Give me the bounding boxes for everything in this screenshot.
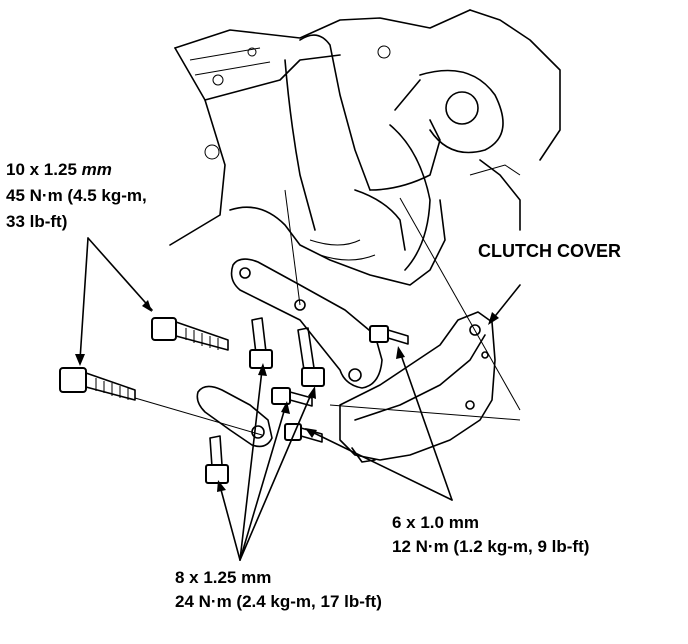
bolt-10x125-size-label: 10 x 1.25 mm: [6, 161, 112, 178]
lower-bracket: [196, 385, 273, 448]
bolt-10x125-lower: [59, 367, 136, 401]
bolt-6x10-b: [284, 423, 323, 443]
bolt-6x10-torque-label: 12 N·m (1.2 kg-m, 9 lb-ft): [392, 537, 590, 556]
bolt-10x125-size-unit: mm: [81, 160, 112, 179]
bolt-8x125-a: [249, 317, 273, 369]
leader-lines: [75, 189, 521, 561]
engine-block-outline: [169, 9, 561, 286]
bolt-10x125-upper: [151, 317, 229, 351]
bolt-10x125-torque-cont-label: 33 lb-ft): [6, 212, 68, 231]
bolt-6x10-a: [369, 325, 409, 345]
bolt-10x125-torque-label: 45 N·m (4.5 kg-m,: [6, 186, 147, 205]
bolt-8x125-torque-label: 24 N·m (2.4 kg-m, 17 lb-ft): [175, 592, 382, 611]
bolt-8x125-d: [271, 387, 313, 407]
bolt-8x125-b: [297, 327, 325, 387]
bolt-8x125-size-label: 8 x 1.25 mm: [175, 568, 272, 587]
bolt-10x125-size-number: 10 x 1.25: [6, 160, 77, 179]
bolt-6x10-size-label: 6 x 1.0 mm: [392, 513, 479, 532]
upper-bracket: [230, 258, 383, 389]
bolt-8x125-c: [205, 435, 229, 484]
clutch-cover-label: CLUTCH COVER: [478, 241, 621, 261]
